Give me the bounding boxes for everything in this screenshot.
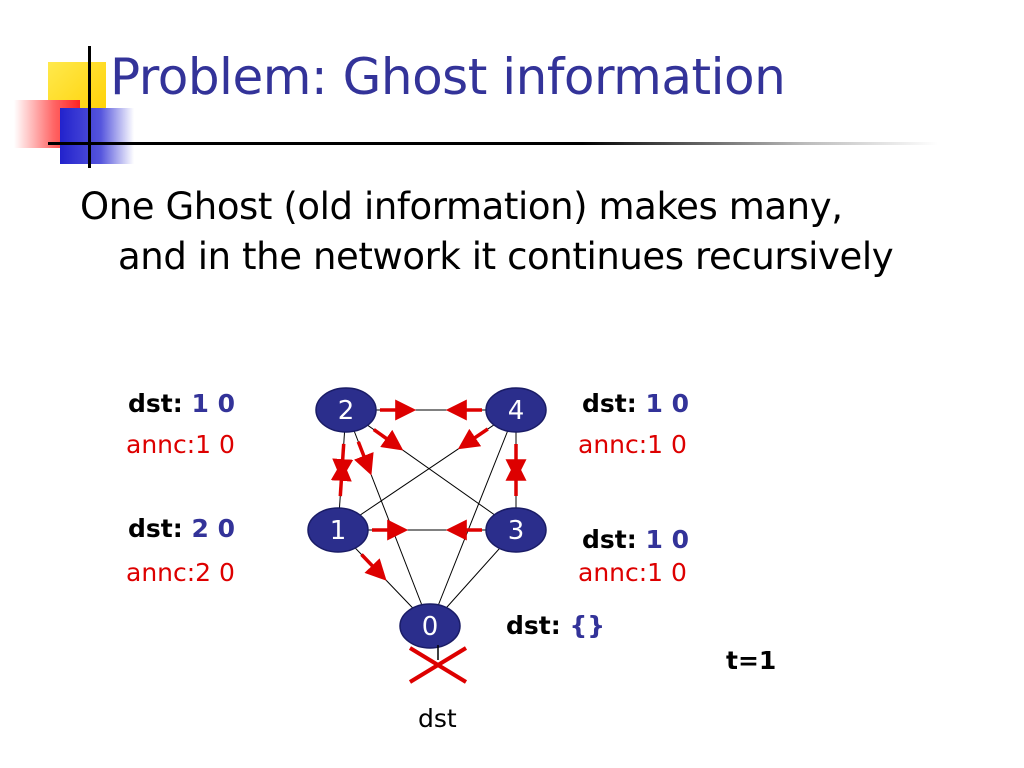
deco-blue-square (60, 108, 134, 164)
node4-dst-label: dst: 1 0 (582, 389, 689, 418)
ghost-arrow-1-to-0 (360, 553, 387, 581)
node-0: 0 (399, 603, 461, 649)
node3-annc-label: annc:1 0 (578, 558, 687, 587)
node-0-circle (399, 603, 461, 649)
node-2-label: 2 (338, 396, 355, 426)
node0-dst-label: dst: {} (506, 611, 606, 640)
node1-dst-label: dst: 2 0 (128, 514, 235, 543)
time-label: t=1 (726, 646, 777, 675)
node-1-circle (307, 507, 369, 553)
node-2-circle (315, 387, 377, 433)
node-3: 3 (485, 507, 547, 553)
node3-dst-label: dst: 1 0 (582, 525, 689, 554)
body-line-1: One Ghost (old information) makes many, (80, 185, 843, 228)
node-4: 4 (485, 387, 547, 433)
node4-annc-label: annc:1 0 (578, 430, 687, 459)
node-3-circle (485, 507, 547, 553)
slide-body: One Ghost (old information) makes many, … (80, 182, 894, 282)
nodes-layer: 2 4 1 3 0 (307, 387, 547, 649)
slide-title: Problem: Ghost information (110, 48, 786, 106)
ghost-arrows-layer (330, 399, 527, 581)
node-3-label: 3 (508, 516, 525, 546)
ghost-arrow-2-to-0 (354, 441, 374, 476)
dst-cross-icon (408, 646, 468, 684)
node-0-label: 0 (422, 612, 439, 642)
node-4-label: 4 (508, 396, 525, 426)
node-2: 2 (315, 387, 377, 433)
ghost-arrow-4-to-1 (457, 427, 489, 450)
edges-layer (337, 409, 517, 627)
title-underline (48, 142, 938, 145)
edge-4-0 (429, 409, 517, 627)
node2-dst-label: dst: 1 0 (128, 389, 235, 418)
node-1-label: 1 (330, 516, 347, 546)
node-4-circle (485, 387, 547, 433)
ghost-arrow-2-to-3 (372, 428, 404, 451)
ghost-arrow-1-to-2 (330, 459, 352, 497)
node2-annc-label: annc:1 0 (126, 430, 235, 459)
body-line-2: and in the network it continues recursiv… (118, 235, 894, 278)
deco-vertical-line (88, 46, 91, 168)
edge-2-3 (345, 409, 517, 531)
node-1: 1 (307, 507, 369, 553)
destination-label: dst (418, 704, 457, 733)
node1-annc-label: annc:2 0 (126, 558, 235, 587)
